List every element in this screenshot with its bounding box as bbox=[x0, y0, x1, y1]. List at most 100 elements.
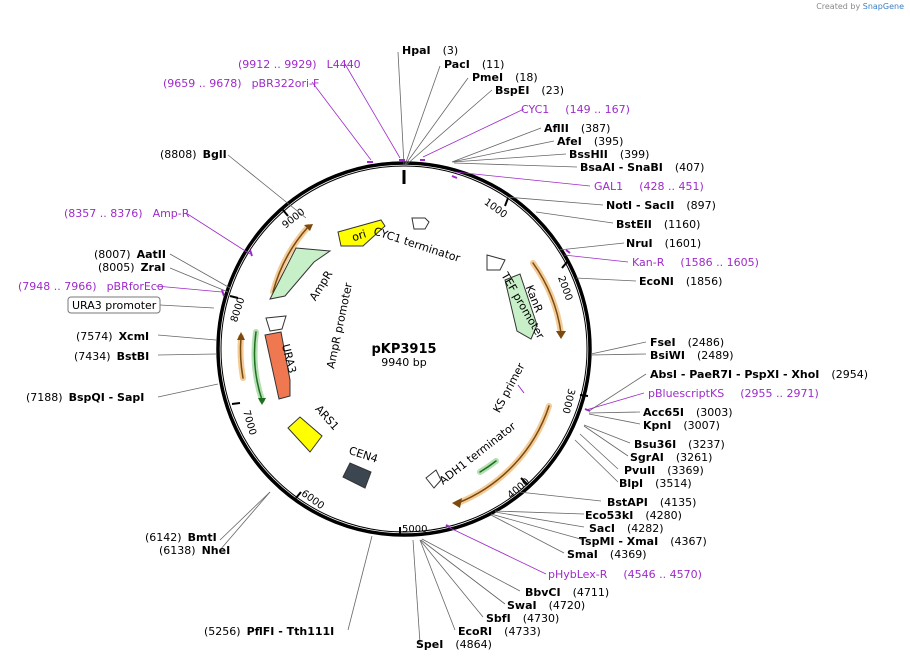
site-swai: SwaI(4720) bbox=[507, 599, 585, 612]
site-sgrai: SgrAI(3261) bbox=[630, 451, 712, 464]
green-arc-right bbox=[479, 460, 497, 473]
ori-label: ori bbox=[350, 227, 368, 244]
ks-primer-label: KS primer bbox=[491, 361, 528, 415]
site-nrui: NruI(1601) bbox=[626, 237, 701, 250]
tick-2000: 2000 bbox=[555, 275, 574, 303]
site-bmti: (6142)BmtI bbox=[145, 531, 217, 544]
site-saci: SacI(4282) bbox=[589, 522, 664, 535]
site-econi: EcoNI(1856) bbox=[639, 275, 722, 288]
site-absi-xhoi: AbsI - PaeR7I - PspXI - XhoI(2954) bbox=[650, 368, 868, 381]
primer-labels: (9912 .. 9929)L4440 (9659 .. 9678)pBR322… bbox=[18, 58, 819, 581]
cen4-feature bbox=[342, 462, 372, 489]
ura3-promoter-callout: URA3 promoter bbox=[67, 296, 215, 314]
site-acc65i: Acc65I(3003) bbox=[643, 406, 733, 419]
site-sbfi: SbfI(4730) bbox=[486, 612, 559, 625]
primer-cyc1: CYC1(149 .. 167) bbox=[521, 103, 630, 116]
site-bspei: BspEI(23) bbox=[495, 84, 564, 97]
tick-5000: 5000 bbox=[402, 524, 427, 535]
site-bstapi: BstAPI(4135) bbox=[607, 496, 696, 509]
orf-ampr bbox=[272, 226, 309, 293]
site-ecori: EcoRI(4733) bbox=[458, 625, 541, 638]
adh1-terminator-arrow bbox=[425, 469, 442, 489]
ars1-label: ARS1 bbox=[312, 403, 341, 433]
backbone-inner bbox=[220, 165, 588, 533]
site-pmei: PmeI(18) bbox=[472, 71, 538, 84]
orf-kanr-arrow bbox=[556, 331, 566, 339]
site-noti-sacii: NotI - SacII(897) bbox=[606, 199, 716, 212]
site-pflfi-tth111i: (5256)PflFI - Tth111I bbox=[204, 625, 334, 638]
site-bsaai-snabi: BsaAI - SnaBI(407) bbox=[580, 161, 704, 174]
tick-7000: 7000 bbox=[240, 409, 258, 436]
site-smai: SmaI(4369) bbox=[567, 548, 646, 561]
bp-ticks bbox=[229, 197, 589, 535]
site-labels-left: (8808)BglI (8007)AatII (8005)ZraI (7574)… bbox=[26, 148, 334, 638]
ampr-label: AmpR bbox=[307, 268, 336, 303]
site-spei: SpeI(4864) bbox=[416, 638, 492, 651]
orf-arcs bbox=[237, 224, 566, 508]
site-aflii: AflII(387) bbox=[544, 122, 610, 135]
site-kpni: KpnI(3007) bbox=[643, 419, 720, 432]
plasmid-size: 9940 bp bbox=[381, 356, 426, 369]
site-afei: AfeI(395) bbox=[557, 135, 623, 148]
cyc1-terminator-label: CYC1 terminator bbox=[372, 225, 462, 265]
site-eco53ki: Eco53kI(4280) bbox=[585, 509, 682, 522]
adh1-terminator-label: ADH1 terminator bbox=[437, 419, 519, 487]
ars1-feature bbox=[287, 416, 323, 453]
tick-3000: 3000 bbox=[560, 387, 577, 414]
site-tspmi-xmai: TspMI - XmaI(4367) bbox=[579, 535, 707, 548]
snapgene-credit: Created by SnapGene bbox=[816, 2, 904, 11]
site-pvuii: PvuII(3369) bbox=[624, 464, 704, 477]
ura3-feature bbox=[264, 331, 291, 400]
ampr-promoter-label: AmpR promoter bbox=[324, 281, 355, 370]
primer-marks bbox=[221, 159, 591, 528]
orf-ampr-arrow bbox=[304, 224, 313, 231]
green-arc-left-arrow bbox=[258, 398, 266, 405]
site-hpai: HpaI(3) bbox=[402, 44, 458, 57]
tick-8000: 8000 bbox=[229, 296, 247, 324]
ura3-promoter-leader bbox=[159, 304, 215, 309]
site-bbvci: BbvCI(4711) bbox=[525, 586, 609, 599]
primer-kan-r: Kan-R(1586 .. 1605) bbox=[632, 256, 759, 269]
site-bstbi: (7434)BstBI bbox=[74, 350, 149, 363]
orf-kan2 bbox=[457, 405, 550, 504]
site-bgli: (8808)BglI bbox=[160, 148, 227, 161]
site-labels-right: HpaI(3) PacI(11) PmeI(18) BspEI(23) AflI… bbox=[402, 44, 868, 651]
credit-prefix: Created by bbox=[816, 2, 861, 11]
site-blpi: BlpI(3514) bbox=[619, 477, 692, 490]
site-bsshii: BssHII(399) bbox=[569, 148, 649, 161]
tick-1000: 1000 bbox=[482, 197, 509, 221]
primer-pbluescriptks: pBluescriptKS(2955 .. 2971) bbox=[648, 387, 819, 400]
site-fsei: FseI(2486) bbox=[650, 336, 724, 349]
site-nhei: (6138)NheI bbox=[159, 544, 230, 557]
cen4-label: CEN4 bbox=[347, 444, 379, 466]
tick-6000: 6000 bbox=[299, 488, 326, 512]
primer-pbr322ori-f: (9659 .. 9678)pBR322ori-F bbox=[163, 77, 319, 90]
orf-kan2-arrow bbox=[452, 498, 462, 508]
primer-amp-r: (8357 .. 8376)Amp-R bbox=[64, 207, 190, 220]
site-bsu36i: Bsu36I(3237) bbox=[634, 438, 725, 451]
ura3-promoter-label: URA3 promoter bbox=[72, 299, 157, 312]
site-aatii: (8007)AatII bbox=[94, 248, 166, 261]
site-xcmi: (7574)XcmI bbox=[76, 330, 149, 343]
site-zrai: (8005)ZraI bbox=[98, 261, 166, 274]
site-bsiwi: BsiWI(2489) bbox=[650, 349, 734, 362]
site-paci: PacI(11) bbox=[444, 58, 504, 71]
site-leaders bbox=[157, 51, 647, 644]
orf-kanr bbox=[532, 262, 562, 334]
ks-primer-mark bbox=[517, 384, 525, 394]
ori-feature bbox=[337, 219, 386, 247]
cyc1-terminator-arrow bbox=[411, 217, 430, 230]
kanr-feature bbox=[504, 273, 538, 340]
ampr-promoter-arrow bbox=[265, 315, 287, 332]
primer-leaders bbox=[155, 63, 645, 575]
site-bspqi-sapi: (7188)BspQI - SapI bbox=[26, 391, 144, 404]
orf-ura3-arrow bbox=[237, 332, 245, 340]
primer-gal1: GAL1(428 .. 451) bbox=[594, 180, 704, 193]
tef-promoter-arrow bbox=[486, 254, 506, 271]
primer-pbrforeco: (7948 .. 7966)pBRforEco bbox=[18, 280, 164, 293]
site-bsteii: BstEII(1160) bbox=[616, 218, 700, 231]
green-arc-left bbox=[253, 331, 263, 401]
primer-l4440: (9912 .. 9929)L4440 bbox=[238, 58, 361, 71]
primer-phyblex-r: pHybLex-R(4546 .. 4570) bbox=[548, 568, 702, 581]
